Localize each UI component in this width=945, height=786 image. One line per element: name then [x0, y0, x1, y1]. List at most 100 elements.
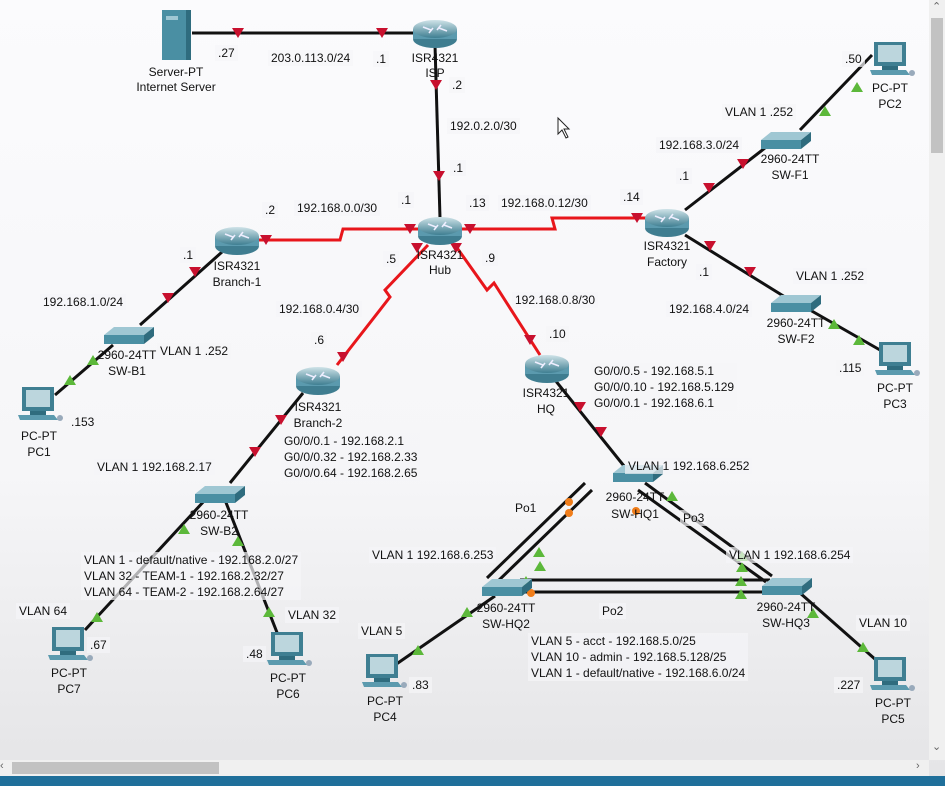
links-layer — [18, 10, 920, 691]
note: 192.168.1.0/24 — [40, 294, 127, 310]
device-model: PC-PT — [872, 81, 908, 95]
note: 192.0.2.0/30 — [447, 118, 520, 134]
note-line: VLAN 32 - TEAM-1 - 192.168.2.32/27 — [84, 569, 284, 583]
device-icons — [18, 10, 920, 691]
device-model: PC-PT — [367, 694, 403, 708]
device-model: ISR4321 — [522, 386, 570, 400]
note-line: G0/0/0.64 - 192.168.2.65 — [284, 466, 418, 480]
note: VLAN 1 .252 — [157, 343, 232, 359]
port-channel-label: Po1 — [512, 500, 540, 516]
note: .83 — [409, 677, 432, 693]
router-icon-isp — [412, 19, 458, 49]
pc-icon-pc5 — [870, 657, 915, 691]
note: .115 — [836, 360, 865, 376]
device-name: Branch-1 — [212, 275, 262, 289]
switch-icon-swf1 — [761, 132, 811, 149]
device-name: Branch-2 — [293, 416, 343, 430]
mouse-cursor-icon — [557, 116, 571, 139]
switch-icon-swhq2 — [482, 579, 532, 596]
device-name: SW-F1 — [771, 168, 809, 182]
router-icon-branch1 — [214, 226, 260, 256]
note: .50 — [842, 51, 865, 67]
b2-subinterfaces: G0/0/0.1 - 192.168.2.1 G0/0/0.32 - 192.1… — [281, 433, 421, 481]
note: VLAN 32 — [285, 607, 340, 623]
port-channel-label: Po3 — [680, 510, 708, 526]
device-model: 2960-24TT — [756, 600, 816, 614]
note: VLAN 10 — [856, 615, 911, 631]
device-name: SW-HQ1 — [611, 507, 659, 521]
hq-subinterfaces: G0/0/0.5 - 192.168.5.1 G0/0/0.10 - 192.1… — [591, 363, 738, 411]
note: 203.0.113.0/24 — [268, 50, 354, 66]
device-name: SW-HQ2 — [482, 617, 530, 631]
switch-icon-swb1 — [104, 327, 154, 344]
device-model: PC-PT — [270, 671, 306, 685]
device-model: PC-PT — [51, 666, 87, 680]
switch-icon-swf2 — [771, 295, 821, 312]
note: 192.168.0.4/30 — [276, 301, 363, 317]
note: .153 — [68, 414, 98, 430]
note: .14 — [620, 189, 643, 205]
serial-links — [258, 216, 648, 366]
device-model: 2960-24TT — [760, 152, 820, 166]
note: VLAN 1 192.168.6.253 — [369, 547, 497, 563]
device-name: SW-F2 — [777, 332, 815, 346]
note: .67 — [87, 637, 110, 653]
scroll-down-icon[interactable]: ⌄ — [932, 741, 942, 753]
server-icon — [162, 10, 191, 60]
note: .1 — [398, 192, 415, 208]
note: .2 — [449, 77, 466, 93]
port-channel-label: Po2 — [599, 603, 627, 619]
note: .9 — [482, 250, 499, 266]
note: .5 — [383, 251, 400, 267]
device-name: ISP — [425, 66, 445, 80]
note: .6 — [311, 332, 328, 348]
horizontal-scroll-thumb[interactable] — [12, 762, 219, 774]
scroll-left-icon[interactable]: ‹ — [0, 760, 4, 772]
vertical-scrollbar[interactable]: ⌃ ⌄ — [929, 0, 945, 760]
ethernet-links — [54, 31, 881, 667]
scroll-up-icon[interactable]: ⌃ — [932, 1, 942, 13]
scroll-right-icon[interactable]: › — [916, 760, 920, 772]
router-icon-hub — [417, 216, 463, 246]
device-model: 2960-24TT — [605, 490, 665, 504]
note-line: VLAN 1 - default/native - 192.168.2.0/27 — [84, 553, 299, 567]
note: VLAN 1 .252 — [793, 268, 868, 284]
device-name: SW-B2 — [200, 524, 238, 538]
device-name: SW-B1 — [108, 364, 146, 378]
router-icon-hq — [524, 354, 570, 384]
router-icon-branch2 — [295, 366, 341, 396]
device-name: Hub — [428, 263, 452, 277]
bottom-toolbar — [0, 776, 945, 786]
router-icon-factory — [644, 208, 690, 238]
horizontal-scrollbar[interactable]: ‹ › — [0, 760, 929, 776]
device-model: 2960-24TT — [766, 316, 826, 330]
note: VLAN 64 — [16, 603, 71, 619]
note: 192.168.0.0/30 — [294, 200, 381, 216]
note: .2 — [262, 202, 279, 218]
device-name: SW-HQ3 — [762, 616, 810, 630]
note-line: G0/0/0.10 - 192.168.5.129 — [594, 380, 735, 394]
device-name: PC1 — [27, 445, 51, 459]
hq-vlan-list: VLAN 5 - acct - 192.168.5.0/25 VLAN 10 -… — [528, 633, 749, 681]
note: .1 — [180, 247, 197, 263]
device-model: ISR4321 — [416, 248, 464, 262]
device-model: ISR4321 — [643, 239, 691, 253]
note: 192.168.0.12/30 — [498, 195, 591, 211]
vertical-scroll-thumb[interactable] — [931, 18, 943, 153]
note: VLAN 1 .252 — [722, 104, 797, 120]
note-line: G0/0/0.1 - 192.168.2.1 — [284, 434, 405, 448]
note-line: G0/0/0.5 - 192.168.5.1 — [594, 364, 715, 378]
note: .1 — [676, 168, 693, 184]
note: .27 — [215, 45, 238, 61]
topology-canvas[interactable]: Server-PT Internet Server ISR4321 ISP IS… — [0, 0, 929, 760]
device-name: PC4 — [373, 710, 397, 724]
pc-icon-pc3 — [875, 342, 920, 376]
note-line: G0/0/0.1 - 192.168.6.1 — [594, 396, 715, 410]
note: VLAN 1 192.168.6.254 — [726, 547, 854, 563]
device-model: ISR4321 — [213, 259, 261, 273]
device-model: ISR4321 — [411, 51, 459, 65]
note-line: G0/0/0.32 - 192.168.2.33 — [284, 450, 418, 464]
device-name: PC6 — [276, 687, 300, 701]
device-model: PC-PT — [877, 381, 913, 395]
device-model: 2960-24TT — [97, 348, 157, 362]
